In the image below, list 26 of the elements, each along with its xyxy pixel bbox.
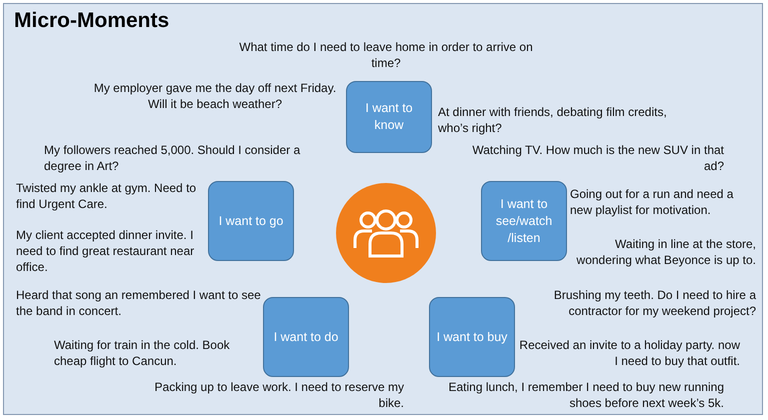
category-box bbox=[208, 181, 294, 261]
category-label: I want to know bbox=[364, 100, 414, 134]
example-text: Heard that song an remembered I want to see the band in concert. bbox=[16, 287, 261, 319]
category-box bbox=[481, 181, 567, 261]
example-text: What time do I need to leave home in order to arrive on time? bbox=[238, 39, 534, 71]
category-box bbox=[263, 297, 349, 377]
category-label: I want to buy bbox=[436, 328, 508, 346]
example-text: Waiting in line at the store, wondering what Beyonce is up to. bbox=[576, 236, 756, 268]
category-box bbox=[429, 297, 515, 377]
example-text: My followers reached 5,000. Should I consider a degree in Art? bbox=[44, 142, 302, 174]
example-text: Waiting for train in the cold. Book cheap flight to Cancun. bbox=[54, 337, 231, 369]
example-text: Watching TV. How much is the new SUV in that ad? bbox=[471, 142, 724, 174]
example-text: At dinner with friends, debating film credits, who’s right? bbox=[438, 104, 668, 136]
example-text: Going out for a run and need a new playlist for motivation. bbox=[570, 186, 734, 218]
category-label: I want to do bbox=[272, 328, 340, 346]
title: Micro-Moments bbox=[14, 9, 170, 33]
example-text: My client accepted dinner invite. I need to find great restaurant near office. bbox=[16, 227, 196, 275]
category-label: I want to go bbox=[218, 212, 284, 230]
example-text: Packing up to leave work. I need to reserve my bike. bbox=[154, 379, 404, 411]
category-label: I want to see/watch /listen bbox=[494, 196, 554, 246]
example-text: Twisted my ankle at gym. Need to find Urgent Care. bbox=[16, 180, 198, 212]
example-text: Eating lunch, I remember I need to buy new running shoes before next week’s 5k. bbox=[448, 379, 724, 411]
example-text: My employer gave me the day off next Friday. Will it be beach weather? bbox=[92, 80, 338, 112]
example-text: Received an invite to a holiday party. now I need to buy that outfit. bbox=[518, 337, 740, 369]
example-text: Brushing my teeth. Do I need to hire a contractor for my weekend project? bbox=[552, 287, 756, 319]
category-box bbox=[346, 81, 432, 153]
